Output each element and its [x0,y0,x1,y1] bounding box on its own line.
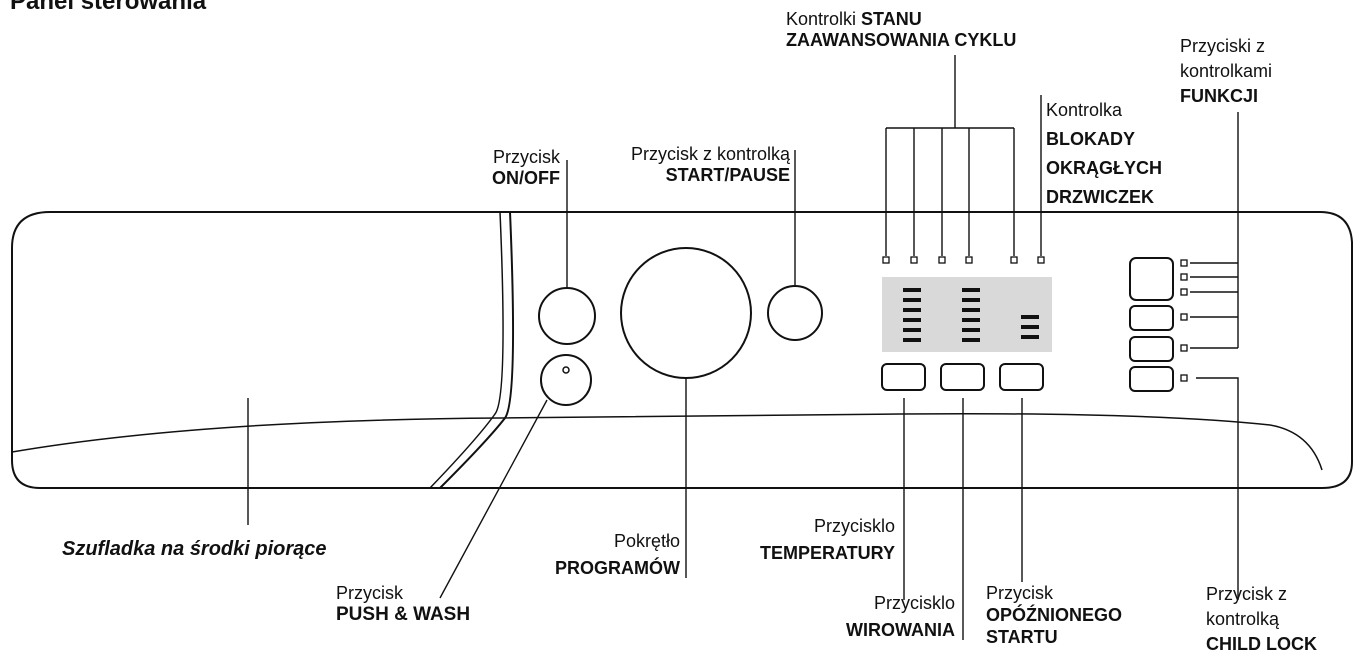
progress-led-2 [910,256,918,264]
onoff-label: Przycisk ON/OFF [430,147,560,189]
progress-led-1 [882,256,890,264]
leader-lines [247,55,1239,640]
progress-led-3 [938,256,946,264]
function-button-1[interactable] [1129,257,1174,301]
functions-label: Przyciski z kontrolkami FUNKCJI [1180,34,1272,109]
delay-label-line2: OPÓŹNIONEGO [986,605,1123,625]
programs-label: Pokrętło PROGRAMÓW [480,528,680,582]
delay-label-line1: Przycisk [986,583,1053,603]
function-button-3[interactable] [1129,336,1174,362]
startpause-button[interactable] [767,285,823,341]
pushwash-label-line1: Przycisk [336,583,403,603]
doorlock-led [1037,256,1045,264]
childlock-button[interactable] [1129,366,1174,392]
onoff-label-line2: ON/OFF [492,168,560,188]
startpause-label-line1: Przycisk z kontrolką [630,144,790,164]
doorlock-label-line2: BLOKADY [1046,129,1135,149]
childlock-led [1180,374,1188,382]
drawer-label: Szufladka na środki piorące [62,538,327,560]
function-button-2[interactable] [1129,305,1174,331]
spin-label-line1: Przycisklo [873,593,955,613]
functions-label-line2: kontrolkami [1180,61,1273,81]
startpause-label: Przycisk z kontrolką START/PAUSE [560,144,790,186]
delay-label-line3: STARTU [986,627,1058,647]
progress-led-4 [965,256,973,264]
delay-label: Przycisk OPÓŹNIONEGO STARTU [986,582,1122,648]
doorlock-label: Kontrolka BLOKADY OKRĄGŁYCH DRZWICZEK [1046,96,1162,212]
childlock-label: Przycisk z kontrolką CHILD LOCK [1206,582,1317,657]
function-led-4 [1180,313,1188,321]
progress-label-line1: Kontrolki [786,9,857,29]
progress-label-line2: ZAAWANSOWANIA CYKLU [786,30,1017,50]
temperature-label-line2: TEMPERATURY [760,543,895,563]
startpause-label-line2: START/PAUSE [665,165,790,185]
pushwash-indicator [562,366,570,374]
program-knob[interactable] [620,247,752,379]
spin-label-line2: WIROWANIA [846,620,955,640]
panel-lower-curve [11,412,1323,471]
childlock-label-line2: kontrolką [1206,609,1280,629]
doorlock-label-line1: Kontrolka [1046,100,1123,120]
function-led-5 [1180,344,1188,352]
display-segments [903,288,1039,342]
childlock-label-line3: CHILD LOCK [1206,634,1317,654]
pushwash-button[interactable] [540,354,592,406]
pushwash-label: Przycisk PUSH & WASH [336,582,470,626]
progress-led-5 [1010,256,1018,264]
childlock-label-line1: Przycisk z [1206,584,1287,604]
drawer-edge [429,211,504,489]
panel-outline [11,211,1353,489]
delay-button[interactable] [999,363,1044,391]
onoff-button[interactable] [538,287,596,345]
programs-label-line1: Pokrętło [613,531,680,551]
page-title: Panel sterowania [10,0,207,15]
functions-label-line3: FUNKCJI [1180,86,1259,106]
doorlock-label-line4: DRZWICZEK [1046,187,1154,207]
temperature-label: Przycisklo TEMPERATURY [700,513,895,567]
pushwash-label-line2: PUSH & WASH [336,604,471,625]
doorlock-label-line3: OKRĄGŁYCH [1046,158,1162,178]
spin-label: Przycisklo WIROWANIA [790,590,955,644]
functions-label-line1: Przyciski z [1180,36,1265,56]
progress-label-line1-bold: STANU [861,9,922,29]
detergent-drawer [439,211,515,489]
function-led-2 [1180,273,1188,281]
onoff-label-line1: Przycisk [493,147,560,167]
progress-label: Kontrolki STANU ZAAWANSOWANIA CYKLU [786,9,1016,51]
temperature-button[interactable] [940,363,985,391]
spin-button[interactable] [881,363,926,391]
programs-label-line2: PROGRAMÓW [555,558,680,578]
temperature-label-line1: Przycisklo [813,516,895,536]
function-led-1 [1180,259,1188,267]
function-led-3 [1180,288,1188,296]
